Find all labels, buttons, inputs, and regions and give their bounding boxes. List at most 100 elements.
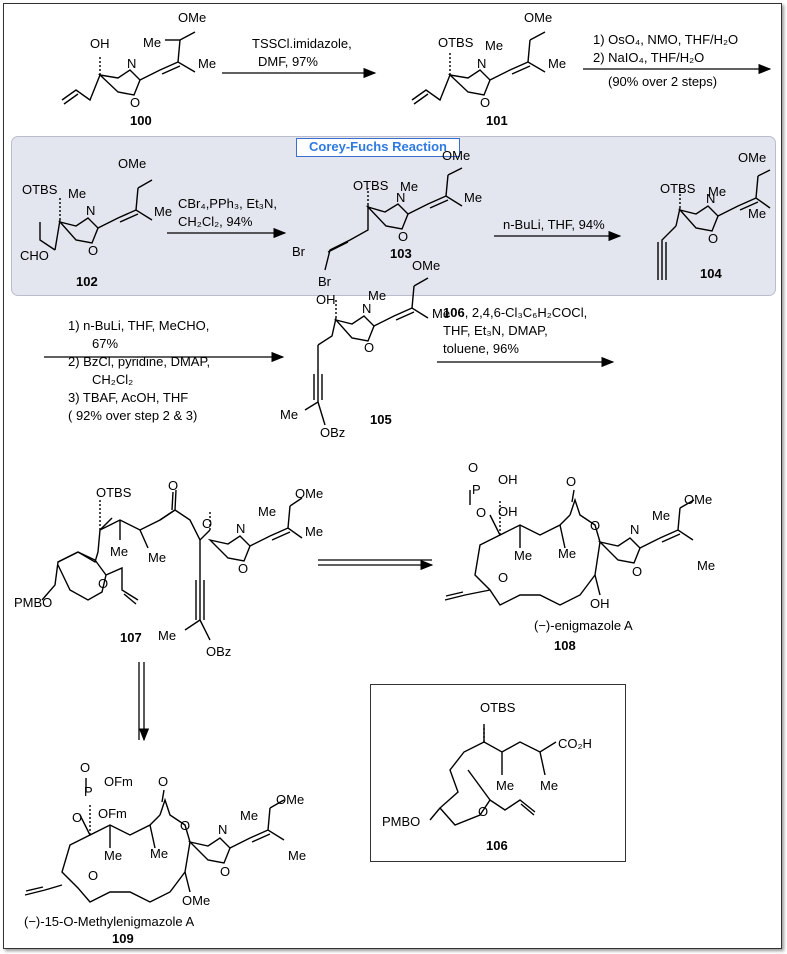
structure-102 [39, 179, 153, 251]
label-n-102: N [86, 203, 95, 218]
compound-label-102: 102 [76, 274, 98, 289]
label-oh-100: OH [90, 36, 110, 51]
compound-label-108: 108 [554, 638, 576, 653]
label-n-100: N [127, 56, 136, 71]
label-o-100: O [130, 95, 140, 110]
cond-step5-l3: 2) BzCl, pyridine, DMAP, [68, 354, 210, 369]
label-me-100a: Me [143, 35, 161, 50]
label-o-107a: O [168, 478, 178, 493]
cond-step5-l5: 3) TBAF, AcOH, THF [68, 390, 188, 405]
label-o-101: O [480, 95, 490, 110]
compound-label-103: 103 [390, 246, 412, 261]
label-otbs-101: OTBS [438, 35, 474, 50]
label-obz-105: OBz [320, 425, 345, 440]
label-o-109b: O [72, 810, 82, 825]
label-o-109e: O [88, 868, 98, 883]
label-me-101b: Me [548, 56, 566, 71]
label-ofm-109b: OFm [98, 806, 127, 821]
label-n-101: N [477, 56, 486, 71]
label-o-104: O [708, 231, 718, 246]
label-me-107a: Me [110, 544, 128, 559]
label-pmbo-106: PMBO [382, 814, 420, 829]
cond-step2-l2: 2) NaIO₄, THF/H₂O [593, 50, 704, 65]
label-n-107: N [236, 521, 245, 536]
structure-107 [41, 489, 303, 641]
label-me-102a: Me [68, 186, 86, 201]
label-o-108e: O [498, 570, 508, 585]
cond-step6-l3: toluene, 96% [443, 341, 519, 356]
label-me-106b: Me [540, 778, 558, 793]
cond-step1-l2: DMF, 97% [258, 54, 318, 69]
label-o-106: O [478, 804, 488, 819]
cond-step2-l3: (90% over 2 steps) [608, 74, 717, 89]
label-o-108b: O [476, 505, 486, 520]
label-me-109d: Me [288, 848, 306, 863]
label-p-108: P [472, 482, 481, 497]
cond-step6-l2: THF, Et₃N, DMAP, [443, 323, 548, 338]
label-o-103: O [398, 229, 408, 244]
label-me-109b: Me [150, 846, 168, 861]
label-o-109f: O [220, 864, 230, 879]
compound-label-106: 106 [486, 838, 508, 853]
figure-frame [3, 3, 782, 949]
label-n-104: N [706, 191, 715, 206]
label-o-108f: O [632, 564, 642, 579]
label-otbs-104: OTBS [660, 181, 696, 196]
label-n-109: N [218, 822, 227, 837]
cond-step5-l4: CH₂Cl₂ [92, 372, 133, 387]
compound-name-108: (−)-enigmazole A [534, 618, 633, 633]
label-me-108c: Me [652, 508, 670, 523]
label-obz-107: OBz [206, 644, 231, 659]
label-otbs-106: OTBS [480, 700, 516, 715]
cond-step2-l1: 1) OsO₄, NMO, THF/H₂O [593, 32, 738, 47]
label-me-107c: Me [258, 504, 276, 519]
cond-step5-l2: 67% [92, 336, 118, 351]
label-oh-105: OH [316, 292, 336, 307]
label-me-105a: Me [368, 288, 386, 303]
label-o-102: O [88, 243, 98, 258]
label-o-108a: O [468, 460, 478, 475]
label-o-108d: O [590, 518, 600, 533]
compound-label-104: 104 [700, 266, 722, 281]
label-me-103a: Me [400, 179, 418, 194]
compound-label-100: 100 [130, 113, 152, 128]
corey-fuchs-title: Corey-Fuchs Reaction [296, 138, 460, 157]
label-ome-102: OMe [118, 156, 146, 171]
cond-step6-num: 106 [443, 305, 465, 320]
label-me-109c: Me [240, 808, 258, 823]
label-br-103b: Br [318, 274, 332, 289]
label-me-108d: Me [697, 558, 715, 573]
label-n-108: N [630, 522, 639, 537]
label-o-107c: O [98, 576, 108, 591]
label-me-107d: Me [305, 524, 323, 539]
structure-105 [304, 277, 429, 426]
label-o-105: O [364, 340, 374, 355]
label-o-107b: O [202, 516, 212, 531]
label-p-109: P [84, 784, 93, 799]
label-ome-100: OMe [178, 10, 206, 25]
label-ome-107: OMe [295, 486, 323, 501]
label-co2h-106: CO₂H [558, 736, 592, 751]
label-ome-101: OMe [524, 10, 552, 25]
label-me-108a: Me [514, 548, 532, 563]
structure-104 [657, 169, 771, 280]
label-otbs-102: OTBS [22, 182, 58, 197]
label-oh-108a: OH [498, 472, 518, 487]
label-ome-105: OMe [412, 258, 440, 273]
label-me-108b: Me [558, 546, 576, 561]
structure-106 [429, 722, 557, 826]
structure-101 [411, 31, 546, 105]
cond-step4-l1: n-BuLi, THF, 94% [503, 217, 605, 232]
label-me-103b: Me [464, 190, 482, 205]
label-o-109d: O [180, 818, 190, 833]
label-ome-103: OMe [442, 148, 470, 163]
label-pmbo-107: PMBO [14, 595, 52, 610]
label-oh-108c: OH [590, 596, 610, 611]
label-me-106a: Me [496, 778, 514, 793]
label-me-100b: Me [198, 56, 216, 71]
label-o-109a: O [80, 760, 90, 775]
structure-103 [324, 167, 463, 271]
compound-label-109: 109 [112, 931, 134, 946]
label-me-105c: Me [280, 407, 298, 422]
